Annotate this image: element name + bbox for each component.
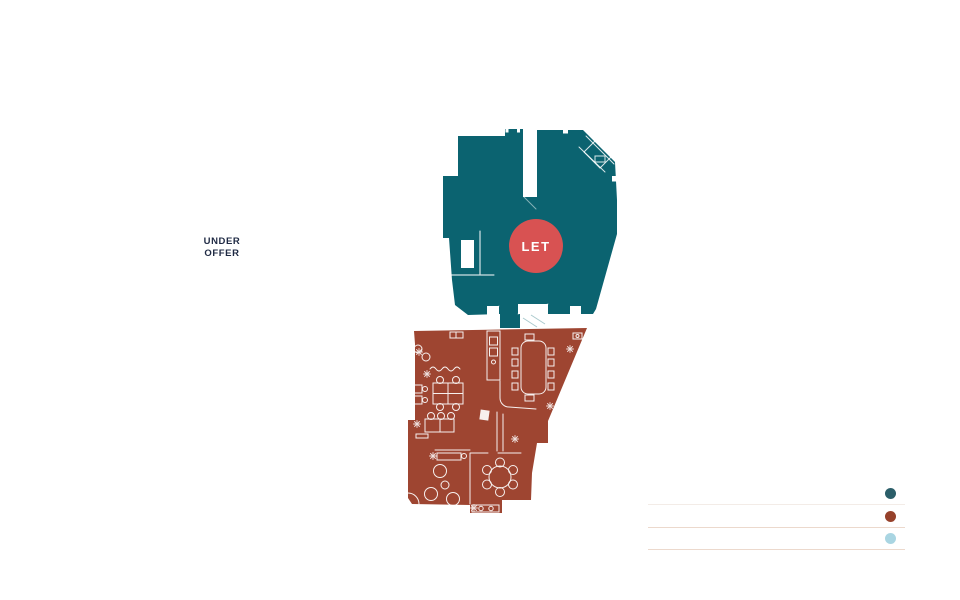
availability-legend — [648, 483, 905, 550]
let-badge-label: LET — [521, 239, 550, 254]
legend-dot-teal — [885, 488, 896, 499]
lower-floor-furniture — [407, 330, 583, 513]
upper-floor-details — [448, 129, 618, 328]
lower-floor-under-offer[interactable] — [407, 328, 587, 513]
legend-row-under-offer[interactable] — [648, 505, 905, 528]
under-offer-line2: OFFER — [204, 248, 240, 259]
under-offer-line1: UNDER — [203, 236, 241, 247]
let-status-badge[interactable]: LET — [509, 219, 563, 273]
legend-row-available[interactable] — [648, 528, 905, 550]
legend-dot-rust — [885, 510, 896, 522]
let-badge-circle[interactable] — [509, 219, 563, 273]
legend-dot-lightblue — [885, 533, 896, 544]
legend-row-let[interactable] — [648, 483, 905, 505]
under-offer-label: UNDER OFFER — [192, 236, 252, 260]
